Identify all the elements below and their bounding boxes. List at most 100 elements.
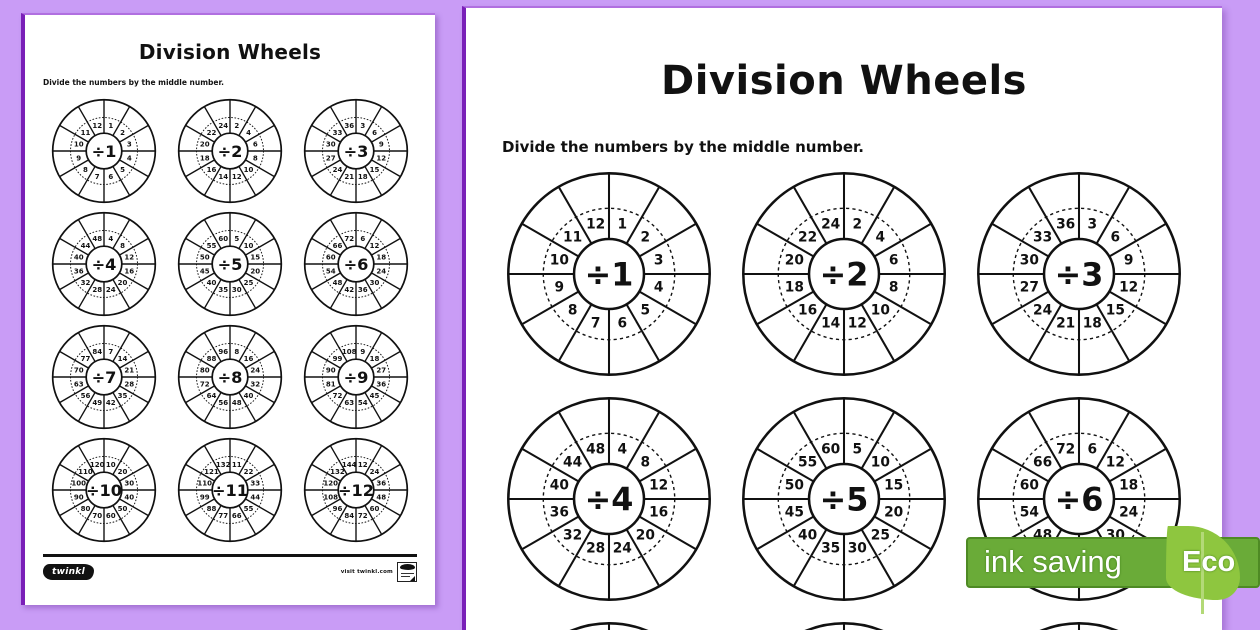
worksheet-thumbnail-panel[interactable]: Division Wheels Divide the numbers by th… (21, 13, 435, 605)
wheel-7-value: 35 (118, 391, 128, 400)
wheel-4-value: 48 (586, 441, 605, 457)
wheel-3-value: 30 (1019, 253, 1038, 269)
wheel-11-divisor-label: ÷11 (212, 481, 248, 500)
wheel-10-value: 50 (118, 504, 128, 513)
wheel-7-value: 49 (92, 397, 102, 406)
wheel-2-value: 12 (232, 171, 242, 180)
wheel-5-value: 5 (852, 441, 862, 457)
wheel-9-value: 99 (333, 353, 343, 362)
wheel-10-value: 90 (74, 492, 84, 501)
worksheet-preview-panel[interactable]: Division Wheels Divide the numbers by th… (462, 6, 1222, 630)
wheel-8-value: 24 (250, 365, 260, 374)
wheel-5-value: 15 (884, 478, 903, 494)
wheel-9-value: 27 (376, 365, 386, 374)
wheel-11-value: 77 (218, 510, 228, 519)
wheel-1-value: 6 (618, 316, 628, 332)
wheel-2-value: 4 (246, 127, 251, 136)
thumbnail-footer: twinkl visit twinkl.com (43, 559, 417, 585)
eco-badge-label: ink saving (984, 544, 1122, 579)
wheel-3-value: 24 (333, 165, 343, 174)
wheel-7-value: 42 (106, 397, 116, 406)
wheel-5-divisor-label: ÷5 (820, 482, 869, 519)
wheel-3-value: 21 (344, 171, 354, 180)
wheel-6-value: 54 (1019, 504, 1038, 520)
wheel-3-value: 15 (370, 165, 380, 174)
wheel-4-value: 16 (649, 504, 668, 520)
wheel-2-value: 8 (889, 279, 899, 295)
wheel-10-value: 70 (92, 510, 102, 519)
wheel-1-value: 3 (654, 253, 664, 269)
twinkl-logo: twinkl (43, 564, 94, 580)
wheel-8-value: 96 (218, 347, 228, 356)
wheel-3-divisor-label: ÷3 (1054, 257, 1103, 294)
wheel-1-value: 6 (108, 171, 113, 180)
wheel-3-value: 36 (1056, 216, 1075, 232)
wheel-4-value: 36 (74, 266, 84, 275)
wheel-3-value: 12 (376, 153, 386, 162)
wheel-4-value: 16 (124, 266, 134, 275)
wheel-6-value: 72 (344, 234, 354, 243)
wheel-5-value: 30 (848, 541, 867, 557)
wheel-12-value: 108 (323, 492, 338, 501)
wheel-5-value: 40 (798, 527, 817, 543)
wheel-5-value: 60 (218, 234, 228, 243)
wheel-5-value: 35 (821, 541, 840, 557)
thumbnail-instruction-text: Divide the numbers by the middle number. (43, 78, 224, 87)
wheel-3-value: 9 (1124, 253, 1134, 269)
wheel-11-value: 44 (250, 492, 260, 501)
wheel-12-value: 48 (376, 492, 386, 501)
wheel-9-value: 18 (370, 353, 380, 362)
wheel-3-value: 18 (1082, 316, 1101, 332)
wheel-2-divisor-label: ÷2 (820, 257, 869, 294)
wheel-3-value: 36 (344, 121, 354, 130)
wheel-4-value: 8 (120, 240, 125, 249)
wheel-7-value: 70 (74, 365, 84, 374)
wheel-12-value: 96 (333, 504, 343, 513)
wheel-10-value: 80 (81, 504, 91, 513)
wheel-5-value: 20 (250, 266, 260, 275)
wheel-5-value: 35 (218, 284, 228, 293)
